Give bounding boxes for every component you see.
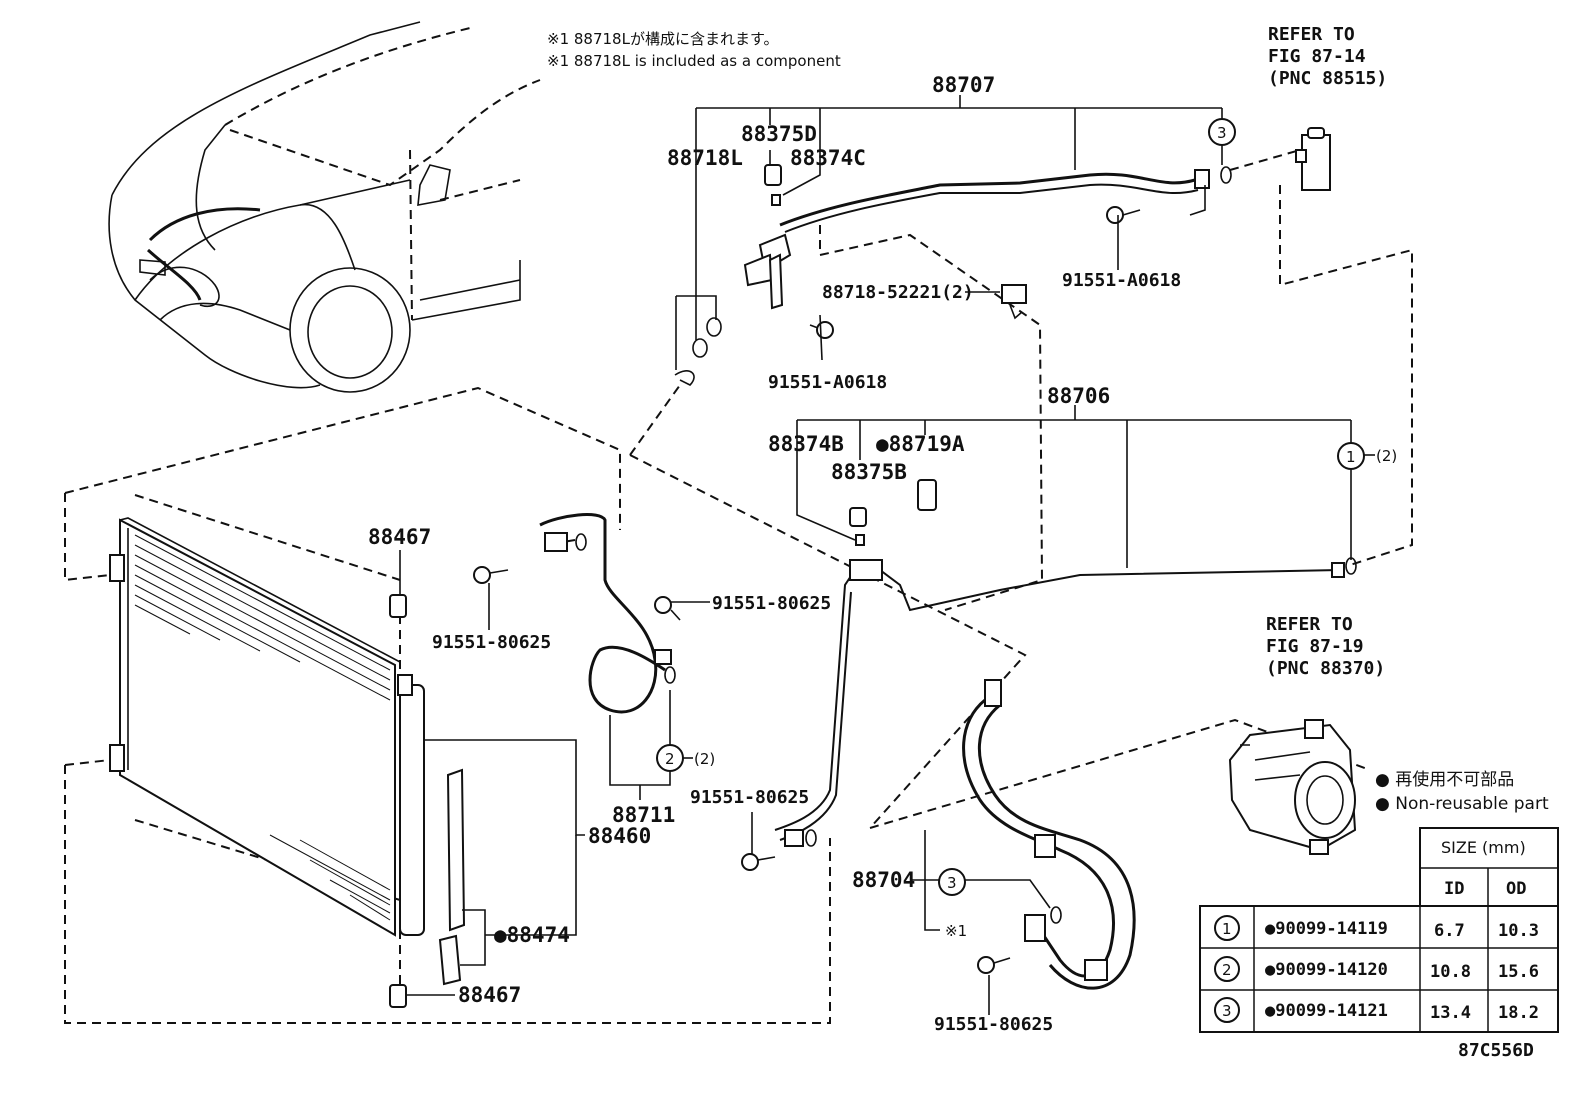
part-labels: 88707 88375D 88718L 88374C 91551-A0618 8… — [368, 73, 1397, 1035]
desiccant-filter — [389, 594, 466, 1008]
svg-text:15.6: 15.6 — [1498, 962, 1539, 982]
size-table-row: 3 ●90099-14121 13.4 18.2 — [1214, 997, 1539, 1023]
svg-text:18.2: 18.2 — [1498, 1003, 1539, 1023]
svg-text:(PNC 88515): (PNC 88515) — [1268, 68, 1387, 89]
cap-88467-bottom — [389, 984, 407, 1008]
compressor — [1228, 719, 1357, 855]
diagram-code: 87C556D — [1458, 1040, 1534, 1061]
leader-lines — [399, 95, 1375, 1015]
ring-callouts: 3 1 2 3 — [656, 118, 1365, 896]
sensor-88719A — [917, 479, 937, 511]
label-88719A: ●88719A — [876, 432, 965, 456]
label-88718L: 88718L — [667, 146, 743, 170]
label-88707: 88707 — [932, 73, 995, 97]
bolt-icons — [473, 206, 1141, 974]
label-88474: ●88474 — [494, 923, 570, 947]
size-table-row: 1 ●90099-14119 6.7 10.3 — [1214, 915, 1539, 941]
ring-callout-3-bottom: 3 — [938, 868, 966, 896]
label-ring2-qty: (2) — [694, 750, 715, 768]
svg-text:(PNC 88370): (PNC 88370) — [1266, 658, 1385, 679]
label-star1: ※1 — [945, 922, 967, 940]
size-table-col-od: OD — [1506, 879, 1526, 899]
svg-text:REFER TO: REFER TO — [1266, 614, 1353, 635]
size-table-row: 2 ●90099-14120 10.8 15.6 — [1214, 956, 1539, 982]
size-table: SIZE (mm) ID OD 1 ●90099-14119 6.7 10.3 … — [1199, 827, 1559, 1033]
valve-88374C — [771, 194, 781, 206]
label-88704: 88704 — [852, 868, 915, 892]
svg-text:●90099-14119: ●90099-14119 — [1265, 919, 1388, 939]
svg-text:FIG 87-19: FIG 87-19 — [1266, 636, 1364, 657]
svg-text:6.7: 6.7 — [1434, 921, 1465, 941]
svg-text:3: 3 — [947, 874, 957, 892]
svg-text:1: 1 — [1222, 920, 1232, 938]
label-91551-80625-c: 91551-80625 — [690, 787, 809, 808]
size-table-col-id: ID — [1444, 879, 1464, 899]
label-91551-A0618-right: 91551-A0618 — [1062, 270, 1181, 291]
note-jp: ※1 88718Lが構成に含まれます。 — [547, 30, 778, 48]
svg-text:10.8: 10.8 — [1430, 962, 1471, 982]
note-en: ※1 88718L is included as a component — [547, 52, 841, 70]
label-88467-top: 88467 — [368, 525, 431, 549]
svg-text:3: 3 — [1222, 1002, 1232, 1020]
svg-text:2: 2 — [665, 750, 675, 768]
svg-text:●90099-14120: ●90099-14120 — [1265, 960, 1388, 980]
svg-text:10.3: 10.3 — [1498, 921, 1539, 941]
label-88375B: 88375B — [831, 460, 907, 484]
legend-jp: ● 再使用不可部品 — [1375, 769, 1514, 790]
label-91551-A0618-left: 91551-A0618 — [768, 372, 887, 393]
svg-text:3: 3 — [1217, 124, 1227, 142]
dashed-frames — [64, 149, 1413, 1024]
label-88374B: 88374B — [768, 432, 844, 456]
svg-text:●90099-14121: ●90099-14121 — [1265, 1001, 1388, 1021]
cap-88375B — [849, 507, 867, 527]
ring-callout-3-top: 3 — [1208, 118, 1236, 146]
expansion-valve — [1295, 127, 1331, 191]
label-88718-52221: 88718-52221(2) — [822, 282, 974, 303]
label-88467-bottom: 88467 — [458, 983, 521, 1007]
ring-callout-2: 2 — [656, 744, 684, 772]
cap-88375D — [764, 164, 782, 186]
svg-text:13.4: 13.4 — [1430, 1003, 1471, 1023]
label-88460: 88460 — [588, 824, 651, 848]
label-91551-80625-a: 91551-80625 — [432, 632, 551, 653]
label-ring1-qty: (2) — [1376, 447, 1397, 465]
svg-text:REFER TO: REFER TO — [1268, 24, 1355, 45]
label-88706: 88706 — [1047, 384, 1110, 408]
svg-text:FIG 87-14: FIG 87-14 — [1268, 46, 1366, 67]
valve-88374B — [855, 534, 865, 546]
label-91551-80625-d: 91551-80625 — [934, 1014, 1053, 1035]
refer-to-fig-87-14: REFER TO FIG 87-14 (PNC 88515) — [1268, 24, 1387, 89]
svg-text:2: 2 — [1222, 961, 1232, 979]
condenser — [109, 517, 425, 937]
cap-88467-top — [389, 594, 407, 618]
label-88374C: 88374C — [790, 146, 866, 170]
vehicle-illustration — [108, 21, 541, 393]
legend-en: ● Non-reusable part — [1375, 794, 1549, 814]
label-88375D: 88375D — [741, 122, 817, 146]
size-table-title: SIZE (mm) — [1441, 838, 1526, 857]
label-91551-80625-b: 91551-80625 — [712, 593, 831, 614]
svg-text:1: 1 — [1346, 448, 1356, 466]
refrigerant-lines — [539, 169, 1345, 990]
label-88711: 88711 — [612, 803, 675, 827]
clip-88718 — [1001, 284, 1027, 304]
refer-to-fig-87-19: REFER TO FIG 87-19 (PNC 88370) — [1266, 614, 1385, 679]
ring-callout-1: 1 — [1337, 442, 1365, 470]
